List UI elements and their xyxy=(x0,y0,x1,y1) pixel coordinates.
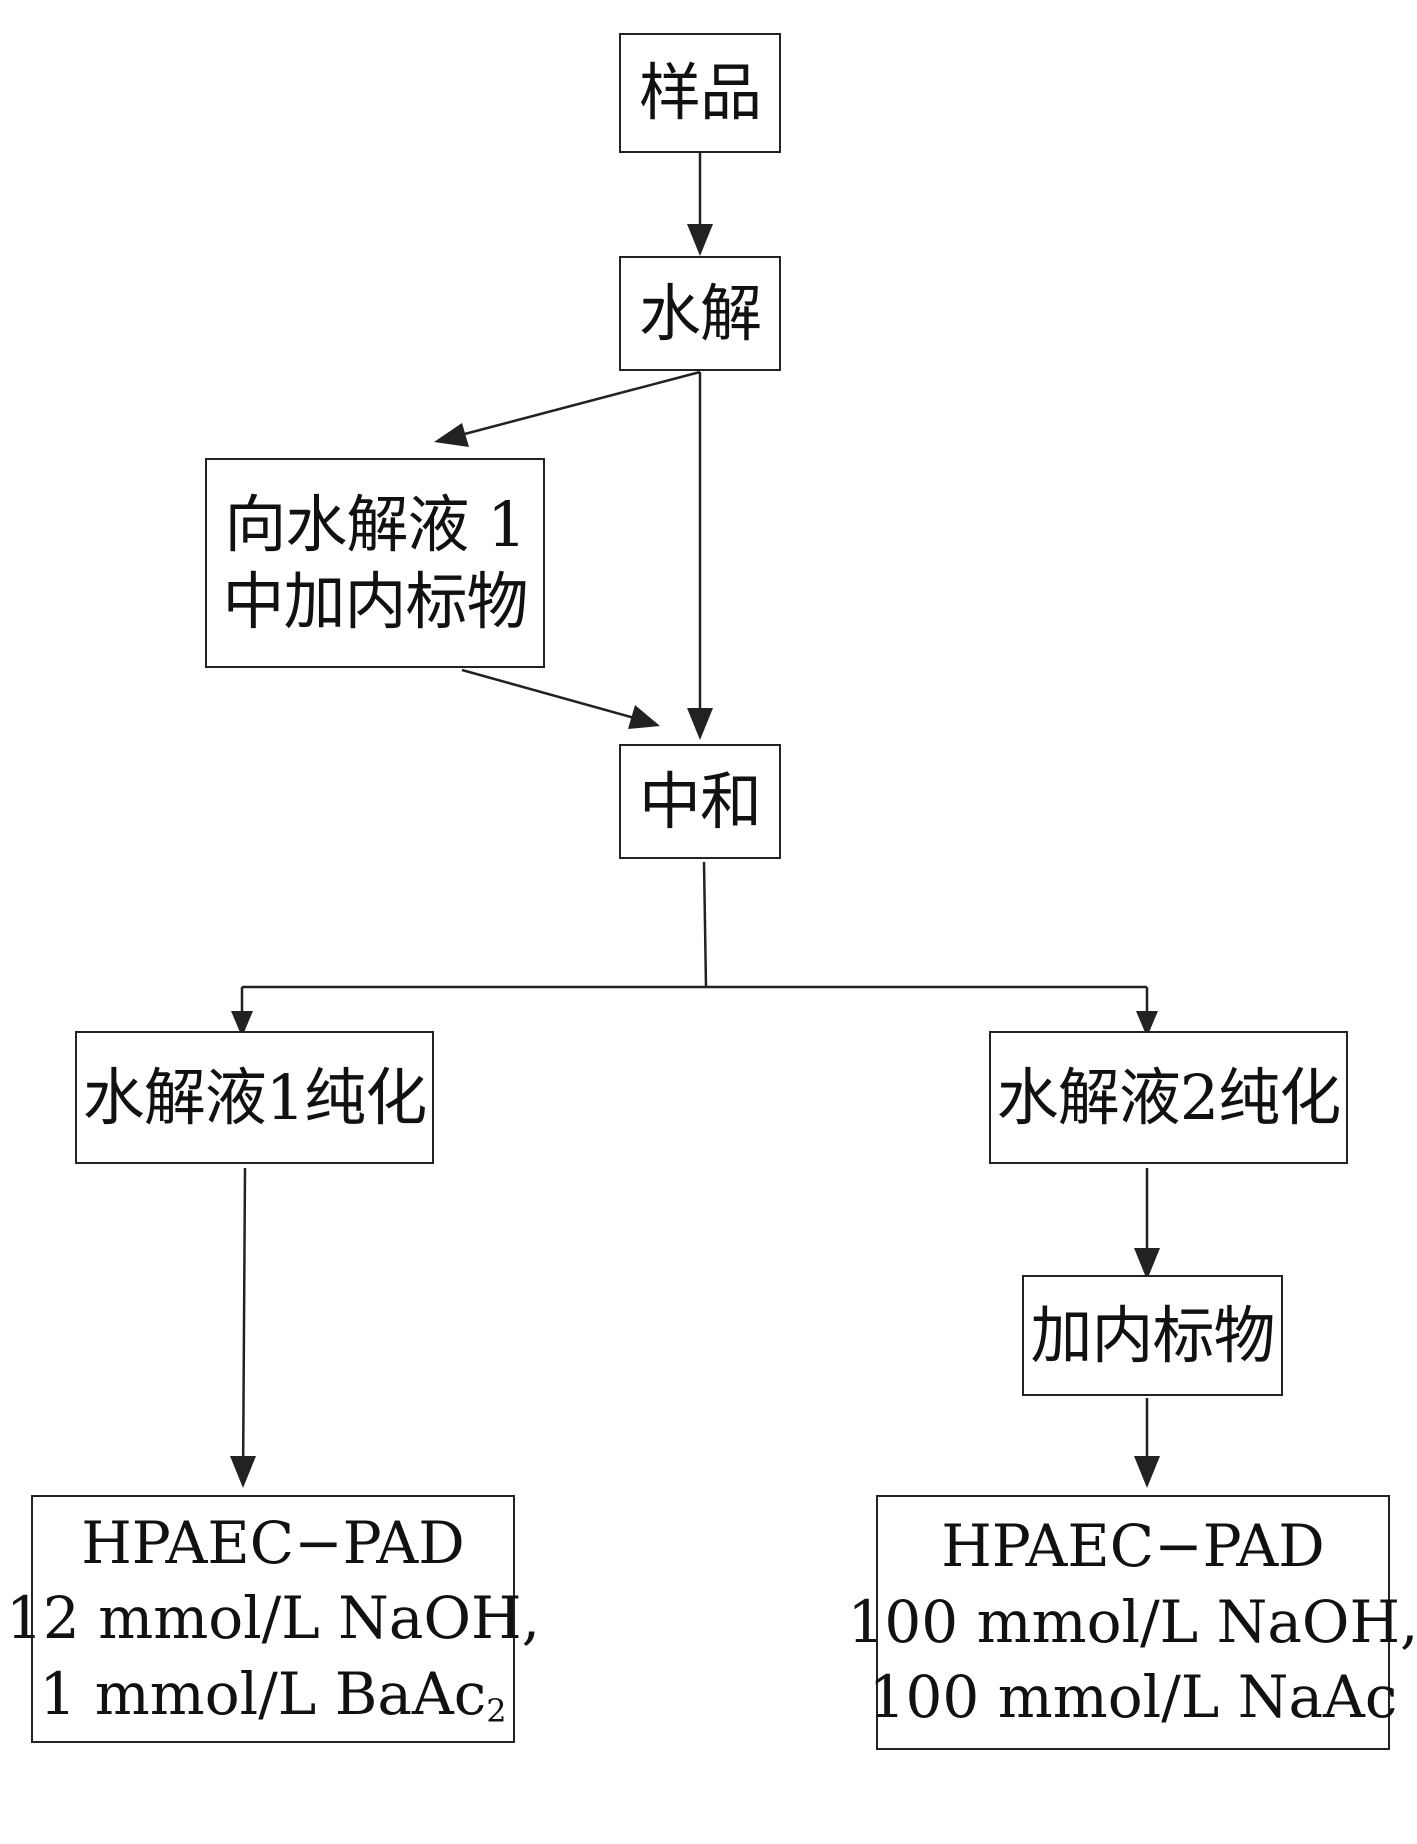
node-method-1-line3-main: 1 mmol/L BaAc xyxy=(39,1659,487,1728)
node-sample: 样品 xyxy=(619,33,781,153)
node-add-is-1-line2: 中加内标物 xyxy=(222,565,528,638)
node-sample-label: 样品 xyxy=(638,56,762,130)
arrowhead-3 xyxy=(687,708,713,740)
arrow-hydrolysis-to-add-is-1 xyxy=(437,370,701,444)
node-method-2-line2: 100 mmol/L NaOH, xyxy=(847,1587,1417,1656)
node-add-is-1-line1: 向水解液 1 xyxy=(224,487,526,561)
node-hydrolysis-label: 水解 xyxy=(638,276,762,350)
node-neutralize: 中和 xyxy=(619,744,781,859)
arrowhead-8 xyxy=(1134,1248,1160,1280)
arrow-add-is-1-to-neutralize xyxy=(461,668,657,727)
node-method-1-line1: HPAEC−PAD xyxy=(81,1508,465,1577)
node-purify-2-label: 水解液2纯化 xyxy=(996,1060,1341,1134)
arrowhead-6 xyxy=(1136,1011,1158,1037)
node-neutralize-label: 中和 xyxy=(638,764,762,838)
arrowhead-9 xyxy=(1134,1456,1160,1488)
node-method-2-line3: 100 mmol/L NaAc xyxy=(868,1663,1398,1732)
arrowhead-5 xyxy=(231,1011,253,1037)
node-method-2-line1: HPAEC−PAD xyxy=(941,1512,1325,1581)
arrowhead-2 xyxy=(434,423,469,447)
line-neutralize-down xyxy=(702,861,708,988)
arrow-purify-1-to-method-1 xyxy=(238,1167,248,1485)
node-add-internal-standard-2: 加内标物 xyxy=(1022,1275,1283,1396)
node-method-1-line3-sub: 2 xyxy=(486,1691,507,1730)
node-add-is-2-label: 加内标物 xyxy=(1030,1298,1275,1372)
node-add-internal-standard-1: 向水解液 1 中加内标物 xyxy=(205,458,545,668)
node-purify-2: 水解液2纯化 xyxy=(989,1031,1348,1164)
arrowhead-7 xyxy=(230,1456,256,1488)
node-hydrolysis: 水解 xyxy=(619,256,781,371)
node-method-1: HPAEC−PAD 12 mmol/L NaOH, 1 mmol/L BaAc2 xyxy=(6,1495,540,1743)
node-purify-1: 水解液1纯化 xyxy=(75,1031,434,1164)
node-method-2: HPAEC−PAD 100 mmol/L NaOH, 100 mmol/L Na… xyxy=(848,1495,1417,1750)
node-method-1-line2: 12 mmol/L NaOH, xyxy=(5,1584,541,1653)
arrowhead-4 xyxy=(628,705,660,729)
arrowhead-1 xyxy=(687,224,713,256)
node-purify-1-label: 水解液1纯化 xyxy=(82,1060,427,1134)
node-method-1-line3: 1 mmol/L BaAc2 xyxy=(39,1657,506,1732)
